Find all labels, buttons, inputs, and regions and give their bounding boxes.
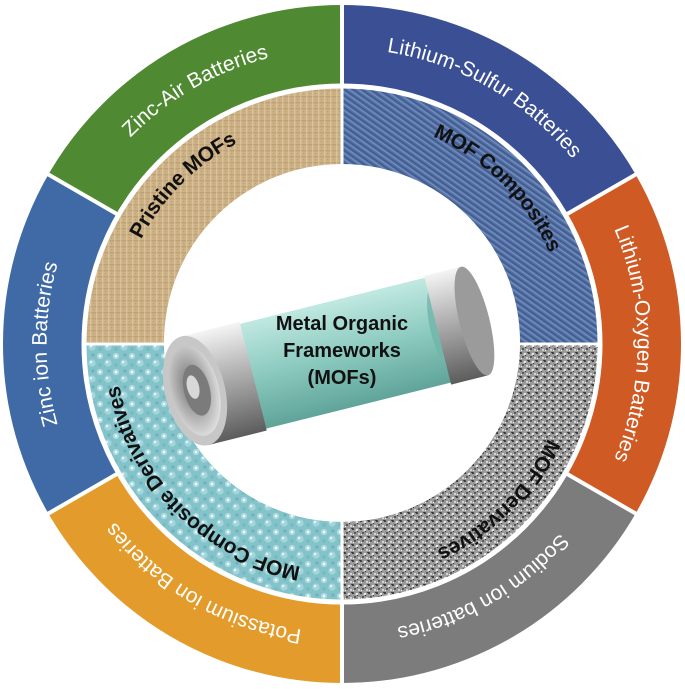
outer-edge [1,3,683,685]
inner-ring [84,86,600,602]
outer-segment-lithium-oxygen-batteries [565,174,682,514]
inner-segment-mof-composites [342,86,600,344]
outer-divider [564,471,640,517]
outer-segment-potassium-ion-batteries [47,473,342,684]
outer-segment-zinc-ion-batteries [2,174,119,514]
outer-ring [2,4,682,684]
ring-separator [81,83,603,605]
right-band-edge [454,266,495,376]
outer-segment-lithium-sulfur-batteries [342,4,637,215]
glass-tube [196,270,480,440]
left-endcap-highlight [186,375,200,399]
inner-segment-mof-composite-derivatives [84,344,342,602]
outer-divider [44,471,120,517]
inner-segment-pristine-mofs [84,86,342,344]
center-title-line-3: (MOFs) [308,367,377,389]
outer-divider [564,171,640,217]
outer-divider [44,171,120,217]
outer-segment-sodium-ion-batteries [342,473,637,684]
center-title-line-2: Frameworks [283,340,401,362]
inner-segment-mof-derivatives [342,344,600,602]
outer-segment-zinc-air-batteries [47,4,342,215]
battery-cylinder-illustration: Metal Organic Frameworks (MOFs) [162,164,520,520]
center-title-line-1: Metal Organic [276,313,408,335]
